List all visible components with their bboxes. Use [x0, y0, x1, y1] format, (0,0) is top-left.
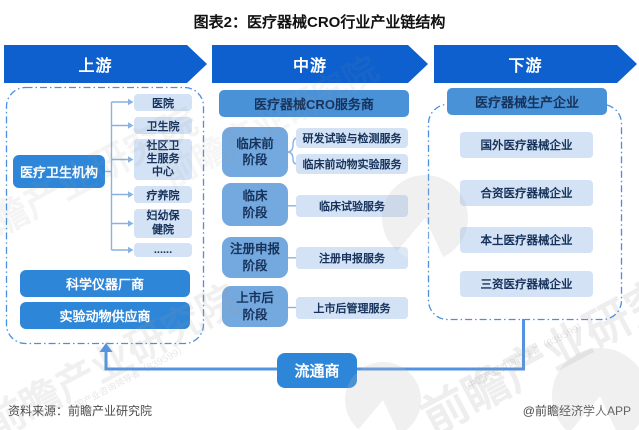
- node-phase-clinical: 临床 阶段: [222, 183, 288, 226]
- node-medical-institutions: 医疗卫生机构: [13, 155, 105, 188]
- institution-tree-lines: [105, 101, 128, 251]
- node-service-clinical-trial: 临床试验服务: [296, 195, 408, 217]
- phase-line: 阶段: [242, 205, 268, 220]
- node-distributor: 流通商: [277, 353, 357, 388]
- midstream-label: 中游: [292, 58, 327, 75]
- node-institution-type: 卫生院: [134, 117, 192, 134]
- downstream-label: 下游: [508, 58, 543, 75]
- midstream-header: 医疗器械CRO服务商: [219, 90, 409, 117]
- node-institution-type: 社区卫生服务中心: [134, 139, 192, 180]
- node-institution-type-more: ......: [134, 243, 192, 257]
- page-title: 图表2：医疗器械CRO行业产业链结构: [193, 14, 446, 31]
- phase-line: 阶段: [242, 153, 268, 167]
- node-phase-preclinical: 临床前 阶段: [222, 127, 288, 177]
- node-institution-type: 疗养院: [134, 186, 192, 203]
- phase-line: 上市后: [236, 291, 274, 306]
- downstream-header: 医疗器械生产企业: [447, 88, 607, 115]
- node-company-foreign: 国外医疗器械企业: [460, 132, 593, 158]
- node-service-registration: 注册申报服务: [296, 247, 408, 269]
- node-company-domestic: 本土医疗器械企业: [460, 227, 593, 253]
- chain-arrow-upstream: 上游: [4, 45, 207, 83]
- branch-arrowheads: [128, 98, 134, 254]
- phase-line: 临床前: [236, 136, 274, 151]
- source-note: 资料来源：前瞻产业研究院: [8, 404, 153, 418]
- phase-line: 注册申报: [229, 242, 280, 257]
- chain-arrow-midstream: 中游: [212, 45, 428, 83]
- flow-arrowhead-up: [99, 343, 113, 352]
- node-phase-postmarket: 上市后 阶段: [222, 286, 288, 327]
- node-institution-type: 妇幼保健院: [134, 209, 192, 238]
- upstream-dashed-container: [5, 86, 205, 345]
- phase-line: 临床: [242, 189, 268, 204]
- node-institution-type: 医院: [134, 94, 192, 111]
- node-service-postmarket: 上市后管理服务: [296, 297, 408, 319]
- credit-note: @前瞻经济学人APP: [522, 404, 631, 418]
- phase-service-connectors: [286, 137, 298, 309]
- phase-line: 阶段: [242, 307, 268, 322]
- node-lab-animal-suppliers: 实验动物供应商: [20, 302, 190, 329]
- node-company-joint-venture: 合资医疗器械企业: [460, 180, 593, 206]
- chain-arrow-downstream: 下游: [434, 45, 637, 83]
- node-phase-registration: 注册申报 阶段: [222, 237, 288, 278]
- node-company-three-capital: 三资医疗器械企业: [460, 271, 593, 297]
- node-instrument-suppliers: 科学仪器厂商: [20, 270, 190, 297]
- node-service-animal-testing: 临床前动物实验服务: [296, 154, 408, 174]
- node-service-rd-testing: 研发试验与检测服务: [296, 128, 408, 148]
- upstream-label: 上游: [78, 58, 113, 75]
- phase-line: 阶段: [242, 258, 268, 273]
